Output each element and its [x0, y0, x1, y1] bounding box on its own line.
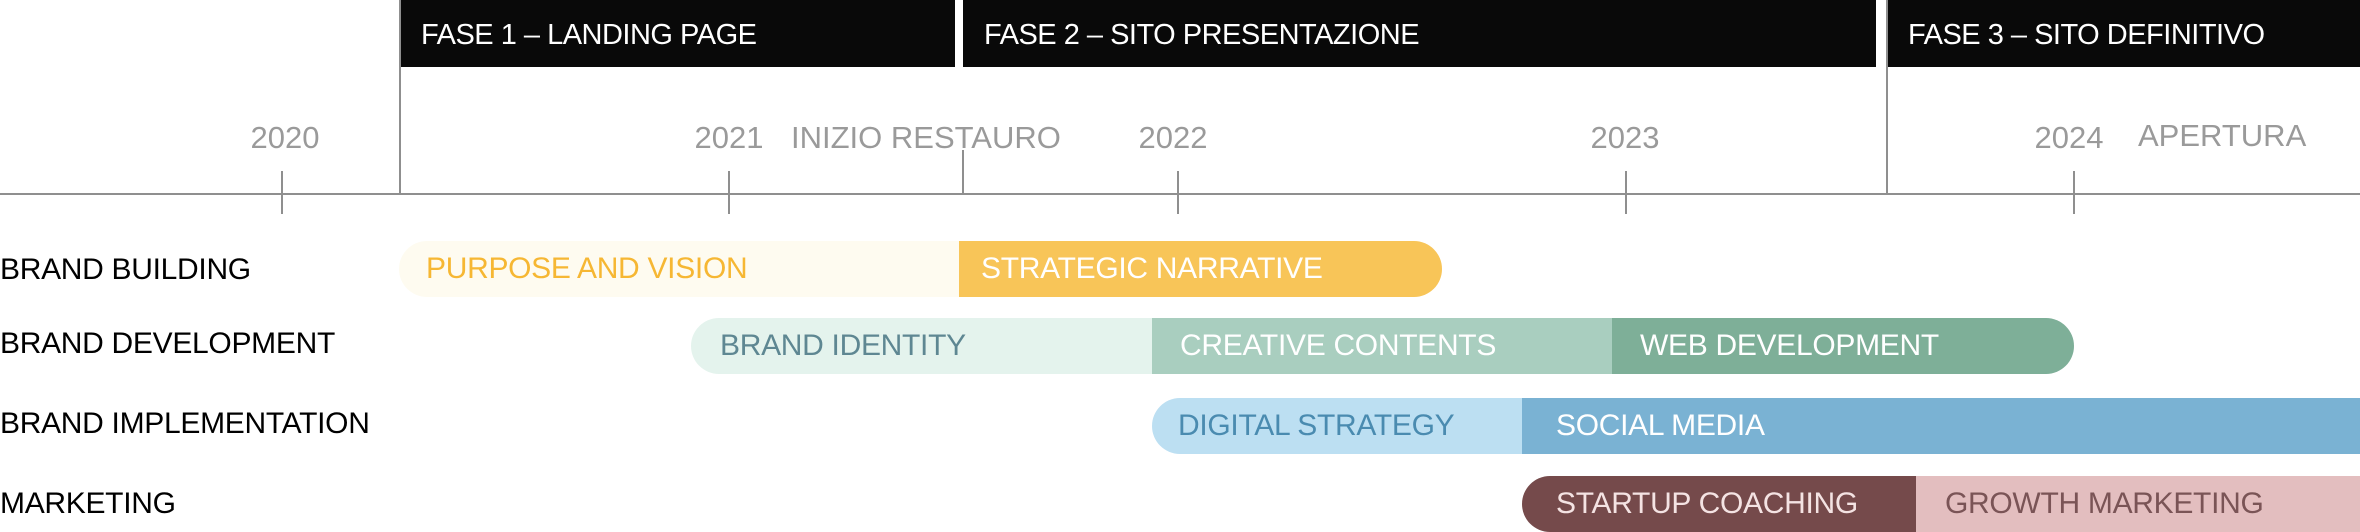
timeline-axis [0, 193, 2360, 195]
row-label-brand-development: BRAND DEVELOPMENT [0, 327, 335, 360]
phase-3-bar: FASE 3 – SITO DEFINITIVO [1887, 0, 2360, 67]
year-tick-2020 [281, 171, 283, 214]
milestone-label-inizio-restauro: INIZIO RESTAURO [791, 120, 1061, 155]
task-creative-contents: CREATIVE CONTENTS [1152, 318, 1612, 374]
task-digital-strategy: DIGITAL STRATEGY [1152, 398, 1522, 454]
task-growth-marketing: GROWTH MARKETING [1916, 476, 2360, 532]
task-strategic-narrative: STRATEGIC NARRATIVE [959, 241, 1442, 297]
year-label-2021: 2021 [694, 120, 764, 155]
year-tick-2022 [1177, 171, 1179, 214]
phase-3-start-marker [1886, 0, 1888, 194]
task-web-development: WEB DEVELOPMENT [1612, 318, 2074, 374]
row-label-brand-building: BRAND BUILDING [0, 253, 251, 286]
task-purpose-and-vision: PURPOSE AND VISION [399, 241, 959, 297]
year-label-2022: 2022 [1138, 120, 1208, 155]
task-startup-coaching: STARTUP COACHING [1522, 476, 1916, 532]
phase-2-bar: FASE 2 – SITO PRESENTAZIONE [963, 0, 1876, 67]
task-brand-identity: BRAND IDENTITY [691, 318, 1152, 374]
year-label-2023: 2023 [1590, 120, 1660, 155]
year-label-2020: 2020 [250, 120, 320, 155]
year-label-2024: 2024 [2034, 120, 2104, 155]
phase-1-start-marker [399, 0, 401, 194]
year-tick-2021 [728, 171, 730, 214]
row-label-brand-implementation: BRAND IMPLEMENTATION [0, 407, 370, 440]
phase-1-bar: FASE 1 – LANDING PAGE [400, 0, 955, 67]
milestone-marker-inizio-restauro [962, 150, 964, 194]
task-social-media: SOCIAL MEDIA [1522, 398, 2360, 454]
year-tick-2023 [1625, 171, 1627, 214]
row-label-marketing: MARKETING [0, 487, 176, 520]
year-tick-2024 [2073, 171, 2075, 214]
milestone-label-apertura: APERTURA [2138, 118, 2307, 153]
